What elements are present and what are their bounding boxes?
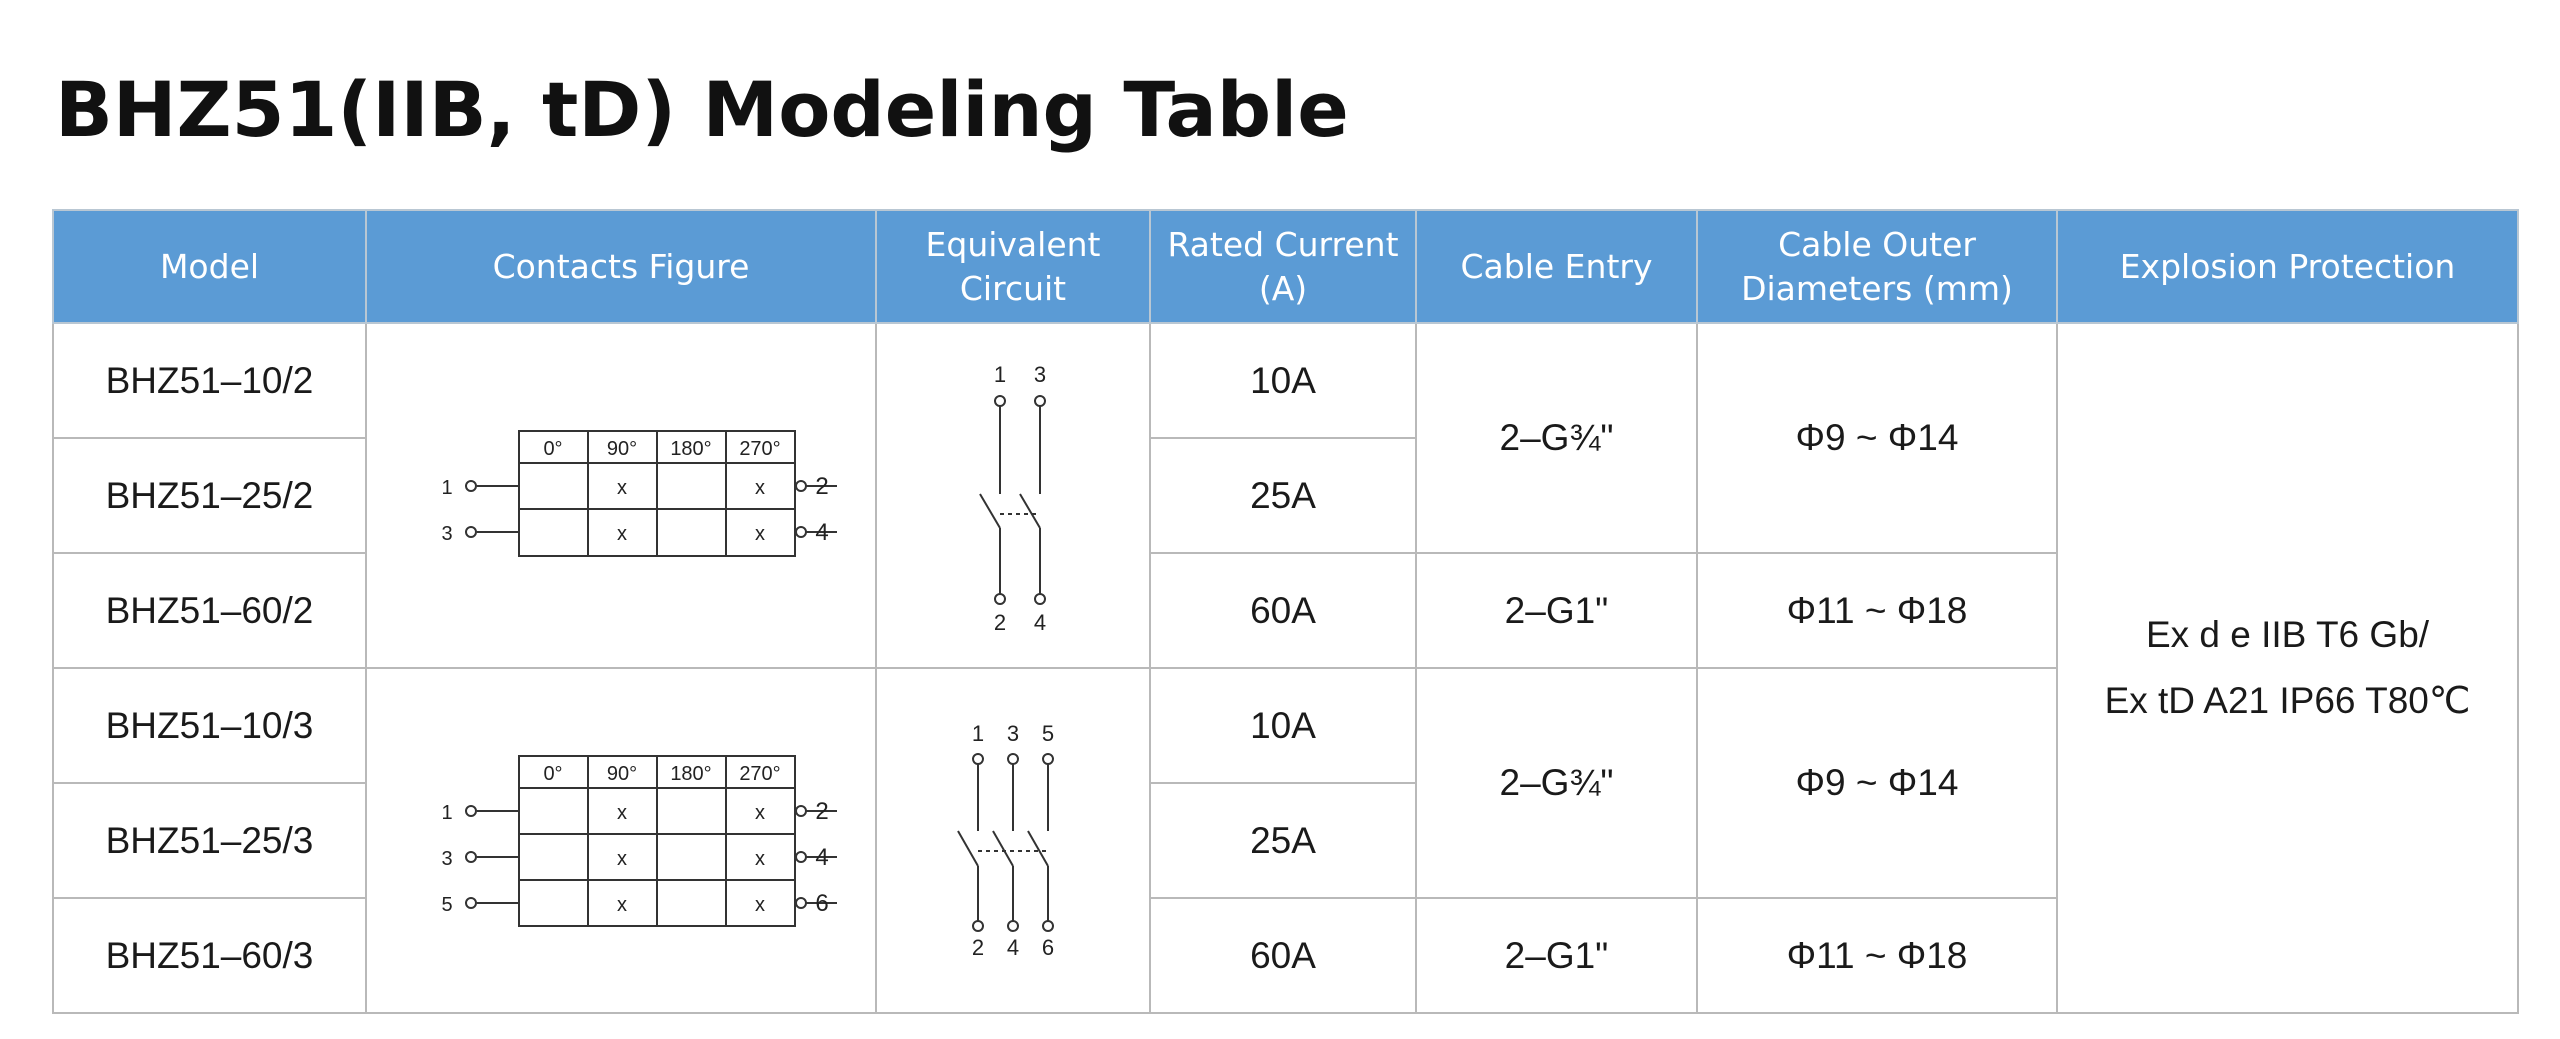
contact-mark: x	[755, 894, 765, 916]
cable-entry-cell: 2–G1"	[1415, 897, 1698, 1014]
contact-mark: x	[755, 802, 765, 824]
table-row: BHZ51–10/3	[52, 667, 2518, 1014]
terminal-label: 3	[1007, 721, 1019, 746]
table-row: BHZ51–25/3 25A	[52, 782, 2518, 899]
rated-current-cell: 25A	[1149, 782, 1417, 899]
terminal-label: 1	[441, 477, 452, 499]
protection-line-2: Ex tD A21 IP66 T80℃	[2104, 680, 2471, 721]
angle-label: 90°	[607, 438, 637, 460]
cable-entry-cell: 2–G¾"	[1415, 322, 1698, 554]
contact-mark: x	[755, 477, 765, 499]
terminal-label: 1	[972, 721, 984, 746]
rated-current-cell: 10A	[1149, 322, 1417, 439]
angle-label: 180°	[670, 763, 711, 785]
model-cell: BHZ51–10/2	[52, 322, 367, 439]
cable-diameter-cell: Φ9 ~ Φ14	[1696, 667, 2058, 899]
terminal-label: 5	[1042, 721, 1054, 746]
contacts-figure-2pole: 0° 90° 180° 270° x x x x 1 3 2 4	[365, 322, 877, 669]
angle-label: 0°	[543, 763, 562, 785]
contacts-diagram-2pole: 0° 90° 180° 270° x x x x 1 3 2 4	[441, 429, 837, 557]
terminal-label: 2	[972, 935, 984, 960]
terminal-label: 2	[815, 798, 828, 825]
circuit-diagram-3pole: 1 3 5 2 4 6	[957, 721, 1054, 960]
terminal-label: 6	[815, 890, 828, 917]
terminal-label: 2	[994, 610, 1006, 635]
terminal-label: 3	[441, 848, 452, 870]
rated-current-cell: 10A	[1149, 667, 1417, 784]
table-row: BHZ51–10/2	[52, 322, 2519, 1014]
angle-label: 270°	[739, 438, 780, 460]
model-cell: BHZ51–25/3	[52, 782, 367, 899]
explosion-protection-cell: Ex d e IIB T6 Gb/ Ex tD A21 IP66 T80℃	[2056, 322, 2519, 1014]
contact-mark: x	[617, 802, 627, 824]
terminal-label: 4	[815, 519, 828, 546]
table-row: BHZ51–60/2 60A 2–G1" Φ11 ~ Φ18	[52, 552, 2518, 669]
terminal-label: 4	[1034, 610, 1046, 635]
cable-diameter-cell: Φ9 ~ Φ14	[1696, 322, 2058, 554]
header-explosion-protection: Explosion Protection	[2056, 209, 2519, 324]
protection-line-1: Ex d e IIB T6 Gb/	[2145, 614, 2430, 655]
equivalent-circuit-2pole: 1 3 2 4	[875, 322, 1151, 669]
angle-label: 270°	[739, 763, 780, 785]
terminal-label: 5	[441, 894, 452, 916]
angle-label: 0°	[543, 438, 562, 460]
model-cell: BHZ51–60/2	[52, 552, 367, 669]
header-model: Model	[52, 209, 367, 324]
terminal-label: 1	[994, 362, 1006, 387]
rated-current-cell: 60A	[1149, 552, 1417, 669]
cable-diameter-cell: Φ11 ~ Φ18	[1696, 552, 2058, 669]
contact-mark: x	[617, 523, 627, 545]
angle-label: 180°	[670, 438, 711, 460]
contacts-figure-3pole: 0° 90° 180° 270° x x x x x x 1 3 5 2	[365, 667, 877, 1014]
contact-mark: x	[755, 523, 765, 545]
page-title: BHZ51(IIB, tD) Modeling Table	[55, 65, 1349, 154]
model-cell: BHZ51–10/3	[52, 667, 367, 784]
rated-current-cell: 60A	[1149, 897, 1417, 1014]
rated-current-cell: 25A	[1149, 437, 1417, 554]
equivalent-circuit-3pole: 1 3 5 2 4 6	[875, 667, 1151, 1014]
terminal-label: 4	[815, 844, 828, 871]
terminal-label: 4	[1007, 935, 1019, 960]
table-row: BHZ51–60/3 60A 2–G1" Φ11 ~ Φ18	[52, 897, 2518, 1014]
cable-diameter-cell: Φ11 ~ Φ18	[1696, 897, 2058, 1014]
contact-mark: x	[617, 894, 627, 916]
model-cell: BHZ51–60/3	[52, 897, 367, 1014]
terminal-label: 6	[1042, 935, 1054, 960]
header-contacts-figure: Contacts Figure	[365, 209, 877, 324]
header-cable-entry: Cable Entry	[1415, 209, 1698, 324]
contact-mark: x	[755, 848, 765, 870]
cable-entry-cell: 2–G¾"	[1415, 667, 1698, 899]
contact-mark: x	[617, 477, 627, 499]
table-row: BHZ51–25/2 25A	[52, 437, 2518, 554]
model-cell: BHZ51–25/2	[52, 437, 367, 554]
contact-mark: x	[617, 848, 627, 870]
circuit-diagram-2pole: 1 3 2 4	[979, 362, 1046, 635]
terminal-label: 1	[441, 802, 452, 824]
angle-label: 90°	[607, 763, 637, 785]
terminal-label: 3	[1034, 362, 1046, 387]
terminal-label: 3	[441, 523, 452, 545]
header-rated-current: Rated Current(A)	[1149, 209, 1417, 324]
cable-entry-cell: 2–G1"	[1415, 552, 1698, 669]
terminal-label: 2	[815, 473, 828, 500]
contacts-diagram-3pole: 0° 90° 180° 270° x x x x x x 1 3 5 2	[441, 754, 837, 927]
